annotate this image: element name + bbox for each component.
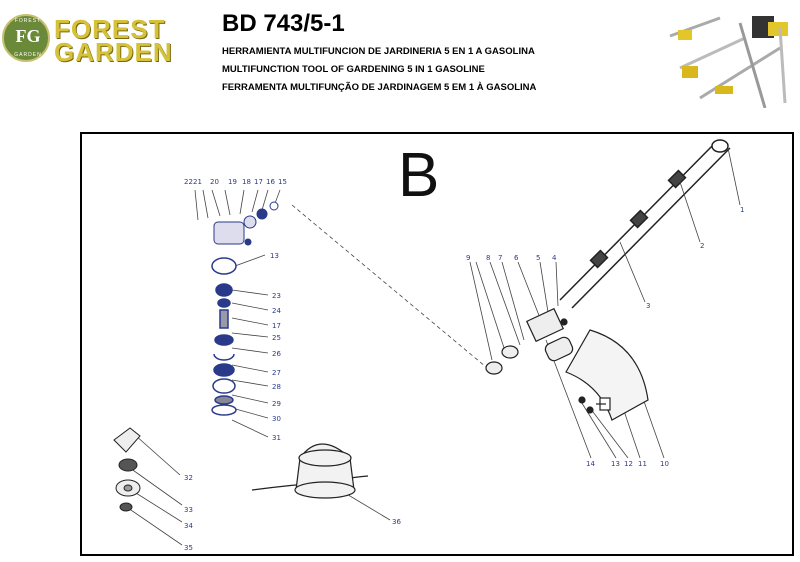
label-26: 26 [272, 350, 281, 358]
label-27: 27 [272, 369, 281, 377]
model-title: BD 743/5-1 [222, 10, 345, 37]
logo-badge-ring-bottom: GARDEN [14, 52, 42, 58]
blade-guard [565, 329, 649, 421]
label-6: 6 [514, 254, 519, 262]
label-17-stack: 17 [272, 322, 281, 330]
label-16: 16 [266, 178, 275, 186]
forest-garden-logo: FOREST FG GARDEN FOREST GARDEN [0, 8, 200, 68]
section-letter: B [398, 141, 440, 210]
blade-bracket [113, 427, 141, 512]
label-35: 35 [184, 544, 193, 552]
label-19: 19 [228, 178, 237, 186]
label-10: 10 [660, 460, 669, 468]
label-15: 15 [278, 178, 287, 186]
label-23: 23 [272, 292, 281, 300]
label-34: 34 [184, 522, 193, 530]
label-7: 7 [498, 254, 502, 262]
label-12: 12 [624, 460, 633, 468]
label-24: 24 [272, 307, 281, 315]
product-photo [669, 16, 788, 108]
logo-word-forest: FOREST [54, 14, 166, 44]
label-31: 31 [272, 434, 281, 442]
description-english: MULTIFUNCTION TOOL OF GARDENING 5 IN 1 G… [222, 64, 485, 75]
drive-shaft [559, 139, 731, 309]
label-8: 8 [486, 254, 490, 262]
label-5: 5 [536, 254, 540, 262]
label-11: 11 [638, 460, 647, 468]
label-36: 36 [392, 518, 401, 526]
description-portuguese: FERRAMENTA MULTIFUNÇÃO DE JARDINAGEM 5 E… [222, 82, 537, 93]
logo-badge-ring-top: FOREST [14, 18, 42, 24]
label-3: 3 [646, 302, 650, 310]
label-32: 32 [184, 474, 193, 482]
label-25: 25 [272, 334, 281, 342]
label-13-top: 13 [270, 252, 279, 260]
label-2: 2 [700, 242, 704, 250]
description-spanish: HERRAMIENTA MULTIFUNCION DE JARDINERIA 5… [222, 46, 535, 57]
label-28: 28 [272, 383, 281, 391]
logo-word-garden: GARDEN [54, 37, 173, 67]
diagram-frame [80, 132, 794, 556]
label-20: 20 [210, 178, 219, 186]
label-30: 30 [272, 415, 281, 423]
logo-badge: FOREST FG GARDEN [2, 14, 50, 62]
gear-stack [211, 257, 237, 416]
trimmer-head [251, 443, 369, 499]
label-29: 29 [272, 400, 281, 408]
label-33: 33 [184, 506, 193, 514]
label-1: 1 [740, 206, 744, 214]
label-17: 17 [254, 178, 263, 186]
gearbox-head [213, 201, 279, 246]
label-22: 22 [184, 178, 193, 186]
label-13: 13 [611, 460, 620, 468]
label-9: 9 [466, 254, 470, 262]
logo-badge-initials: FG [15, 26, 41, 46]
part-labels: 22 21 20 19 18 17 16 15 13 23 24 17 25 2… [184, 178, 744, 552]
label-18: 18 [242, 178, 251, 186]
label-21: 21 [193, 178, 202, 186]
label-4: 4 [552, 254, 557, 262]
clamp-assembly [485, 307, 574, 375]
label-14: 14 [586, 460, 595, 468]
